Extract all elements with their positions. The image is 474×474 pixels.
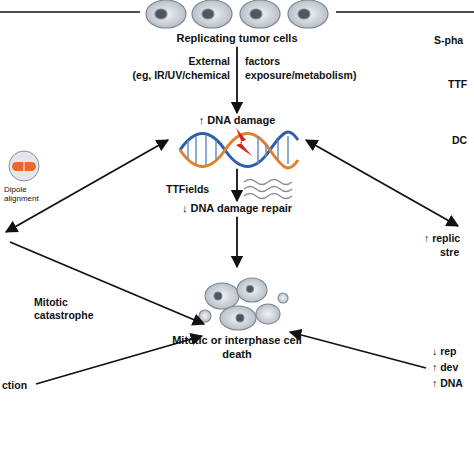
step-text: ↑ DNA damage xyxy=(175,114,299,128)
annotation-label: S-pha xyxy=(434,34,463,47)
annotation-label: ction xyxy=(2,379,27,392)
annotation-label: ↑ dev xyxy=(432,361,458,374)
annotation-label: factors xyxy=(245,55,280,68)
step-node: ↑ DNA damage xyxy=(175,114,299,168)
annotation-label: Dipole alignment xyxy=(4,185,48,203)
dipole-icon xyxy=(9,151,39,181)
flow-arrow xyxy=(236,217,238,267)
annotation-label: DC xyxy=(452,134,467,147)
annotation-label: (eg, IR/UV/chemical xyxy=(100,69,230,82)
side-arrows xyxy=(6,140,458,384)
ttfields-waves xyxy=(244,180,292,199)
step-text: ↓ DNA damage repair xyxy=(160,202,314,216)
tumor-cells xyxy=(146,0,328,28)
annotation-label: Mitotic catastrophe xyxy=(34,296,114,322)
annotation-label: exposure/metabolism) xyxy=(245,69,356,82)
dead-cells xyxy=(199,278,288,330)
step-text: Replicating tumor cells xyxy=(140,32,334,46)
annotation-label: ↑ replic xyxy=(424,232,460,245)
annotation-label: ↓ rep xyxy=(432,345,457,358)
annotation-label: TTFields xyxy=(166,183,209,196)
annotation-label: External xyxy=(100,55,230,68)
step-node: ↓ DNA damage repair xyxy=(160,202,314,216)
annotation-label: stre xyxy=(440,246,459,259)
flow-arrow xyxy=(236,169,238,201)
frame-lines xyxy=(0,11,474,13)
dna-helix xyxy=(180,128,298,168)
annotation-label: ↑ DNA xyxy=(432,377,463,390)
step-node: Replicating tumor cells xyxy=(140,0,334,46)
step-node: Mitotic or interphase cell death xyxy=(172,268,302,362)
flow-arrow xyxy=(236,47,238,113)
annotation-label: TTF xyxy=(448,78,467,91)
step-text: Mitotic or interphase cell death xyxy=(172,334,302,362)
